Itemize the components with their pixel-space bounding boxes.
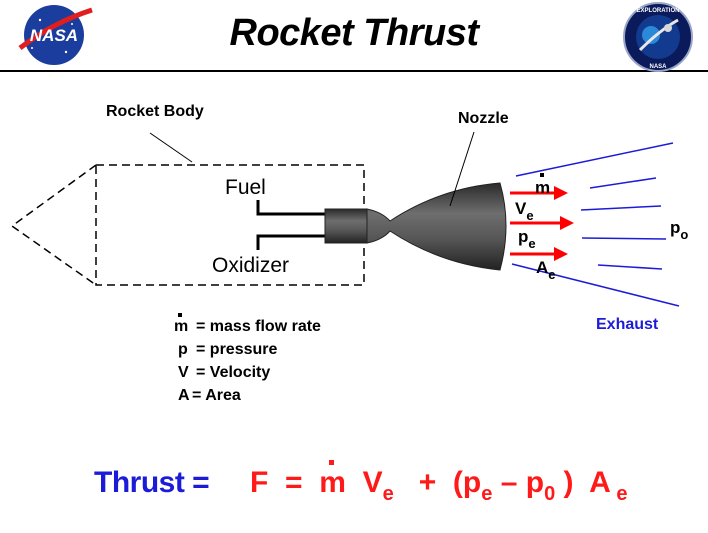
svg-text:EXPLORATION: EXPLORATION <box>637 8 680 14</box>
legend-velocity: V= Velocity <box>178 364 271 381</box>
rocket-body-pointer <box>149 132 193 163</box>
nozzle <box>324 182 507 271</box>
exit-pressure-symbol: pe <box>518 227 536 251</box>
page-title: Rocket Thrust <box>229 12 479 54</box>
fuel-label: Fuel <box>225 176 266 199</box>
exhaust-lines <box>511 142 680 307</box>
exploration-logo: EXPLORATION NASA <box>623 2 693 72</box>
nozzle-pointer <box>449 131 475 207</box>
mass-flow-symbol: m <box>535 173 550 198</box>
nasa-logo: NASA <box>18 5 93 65</box>
title-divider <box>0 70 708 72</box>
feed-lines <box>256 200 325 250</box>
legend-pressure: p= pressure <box>178 341 278 358</box>
thrust-equation: F = m Ve + (pe – p0 ) A e <box>250 460 627 505</box>
nasa-logo-text: NASA <box>30 26 78 45</box>
ambient-pressure-symbol: po <box>670 218 689 242</box>
exit-area-symbol: Ae <box>536 258 556 282</box>
exhaust-label: Exhaust <box>596 316 659 333</box>
exit-arrows <box>510 186 574 261</box>
svg-text:NASA: NASA <box>649 64 667 70</box>
rocket-body <box>10 164 365 286</box>
equation-label: Thrust = <box>94 466 210 499</box>
exit-velocity-symbol: Ve <box>515 199 534 223</box>
oxidizer-label: Oxidizer <box>212 254 290 277</box>
legend-mass-flow: m= mass flow rate <box>174 313 321 336</box>
nozzle-label: Nozzle <box>458 110 509 127</box>
legend-area: A= Area <box>178 387 241 404</box>
rocket-body-label: Rocket Body <box>106 103 204 120</box>
